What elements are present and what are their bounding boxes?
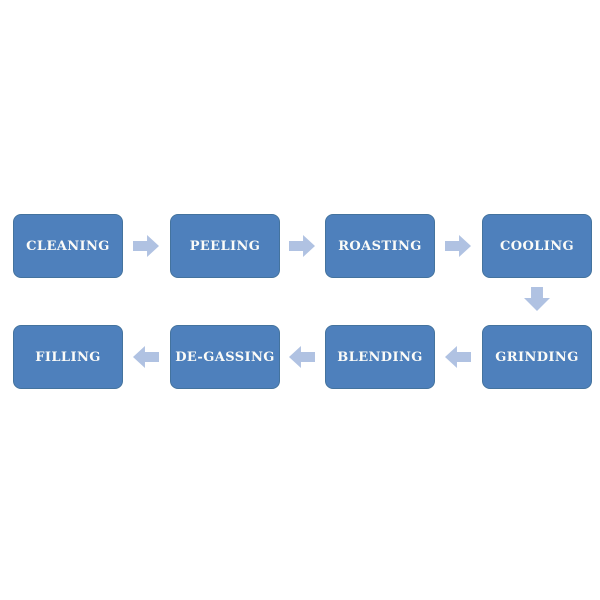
step-box-roasting: ROASTING xyxy=(325,214,435,278)
arrow-right-icon xyxy=(133,235,159,257)
arrow-left-icon xyxy=(133,346,159,368)
step-label-de-gassing: DE-GASSING xyxy=(175,349,275,365)
step-box-filling: FILLING xyxy=(13,325,123,389)
arrow-right-icon xyxy=(289,235,315,257)
arrow-right-icon xyxy=(445,235,471,257)
step-box-peeling: PEELING xyxy=(170,214,280,278)
step-label-blending: BLENDING xyxy=(337,349,423,365)
step-label-cooling: COOLING xyxy=(499,238,574,254)
step-label-filling: FILLING xyxy=(35,349,101,365)
step-box-grinding: GRINDING xyxy=(482,325,592,389)
step-box-cooling: COOLING xyxy=(482,214,592,278)
step-label-peeling: PEELING xyxy=(189,238,261,254)
arrow-left-icon xyxy=(445,346,471,368)
step-box-de-gassing: DE-GASSING xyxy=(170,325,280,389)
step-box-blending: BLENDING xyxy=(325,325,435,389)
step-label-grinding: GRINDING xyxy=(495,349,579,365)
arrow-down-icon xyxy=(524,287,550,311)
step-label-roasting: ROASTING xyxy=(338,238,422,254)
step-label-cleaning: CLEANING xyxy=(26,238,110,254)
step-box-cleaning: CLEANING xyxy=(13,214,123,278)
arrow-left-icon xyxy=(289,346,315,368)
